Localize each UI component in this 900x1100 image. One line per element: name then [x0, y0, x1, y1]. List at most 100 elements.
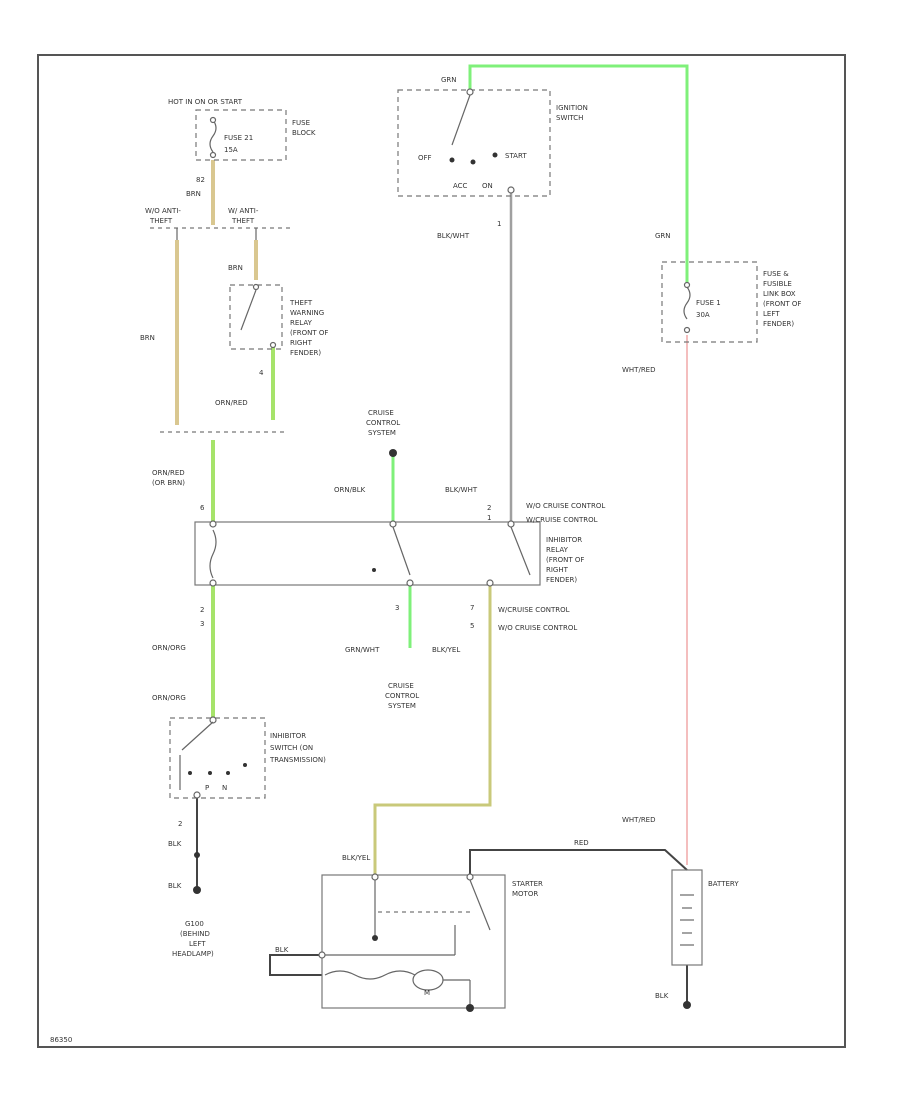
label-w-cruise-bot: W/CRUISE CONTROL: [498, 606, 570, 614]
label-fuse-link-4: (FRONT OF: [763, 300, 801, 308]
inhibitor-contact-2: [208, 771, 212, 775]
label-pin-6a: 6: [200, 504, 205, 512]
inhibitor-switch-terminal-top: [209, 716, 217, 724]
label-on: ON: [482, 182, 493, 190]
label-starter-1: STARTER: [512, 880, 543, 888]
label-grn-right: GRN: [655, 232, 671, 240]
label-or-brn: (OR BRN): [152, 479, 185, 487]
starter-terminal-left: [318, 951, 326, 959]
label-red-top: RED: [574, 839, 589, 847]
label-orn-red-2: ORN/RED: [152, 469, 185, 477]
label-fuse-link-6: FENDER): [763, 320, 794, 328]
label-fuse-block-1: FUSE: [292, 119, 310, 127]
label-theft-4: (FRONT OF: [290, 329, 328, 337]
ground-junction: [194, 852, 200, 858]
label-w-anti: W/ ANTI-: [228, 207, 259, 215]
battery-ground: [683, 1001, 691, 1009]
fuse21-terminal-bottom: [209, 151, 217, 159]
label-theft-3: RELAY: [290, 319, 313, 327]
label-cruise-bot-1: CRUISE: [388, 682, 414, 690]
inhibitor-relay-pin-3: [406, 579, 414, 587]
label-orn-blk: ORN/BLK: [334, 486, 366, 494]
label-off: OFF: [418, 154, 432, 162]
label-fuse21-amp: 15A: [224, 146, 238, 154]
label-brn-vert: BRN: [140, 334, 155, 342]
ignition-switch-box: [397, 89, 551, 197]
fuse1-symbol: [683, 286, 691, 320]
fuse-link-box: [661, 261, 758, 343]
label-inhibitor-relay-5: FENDER): [546, 576, 577, 584]
label-ignition-1: IGNITION: [556, 104, 588, 112]
inhibitor-relay-pin-6: [209, 520, 217, 528]
label-blk-yel-2: BLK/YEL: [342, 854, 370, 862]
label-fuse-link-1: FUSE &: [763, 270, 789, 278]
starter-terminal-b: [466, 873, 474, 881]
label-p: P: [205, 784, 209, 792]
figure-id: 86350: [50, 1036, 72, 1044]
inhibitor-contact-1: [188, 771, 192, 775]
label-cruise-bot-2: CONTROL: [385, 692, 419, 700]
label-g100-3: LEFT: [189, 940, 206, 948]
label-pin-3b: 3: [395, 604, 399, 612]
label-theft-6: FENDER): [290, 349, 321, 357]
label-grn-wht: GRN/WHT: [345, 646, 380, 654]
label-fuse-link-2: FUSIBLE: [763, 280, 792, 288]
label-theft-5: RIGHT: [290, 339, 313, 347]
label-fuse1-amp: 30A: [696, 311, 710, 319]
inhibitor-relay-coil: [209, 529, 217, 579]
label-g100-4: HEADLAMP): [172, 950, 214, 958]
label-pin-2: 2: [200, 606, 204, 614]
label-pin-1b: 1: [487, 514, 491, 522]
label-inhibitor-relay-4: RIGHT: [546, 566, 569, 574]
label-wo-anti-2: THEFT: [149, 217, 173, 225]
fuse21-terminal-top: [209, 116, 217, 124]
label-fuse21: FUSE 21: [224, 134, 253, 142]
label-wo-cruise-bot: W/O CRUISE CONTROL: [498, 624, 577, 632]
label-cruise-top-1: CRUISE: [368, 409, 394, 417]
label-n: N: [222, 784, 227, 792]
ignition-contact-on: [492, 152, 498, 158]
label-theft-2: WARNING: [290, 309, 324, 317]
cruise-control-terminal-top: [389, 449, 397, 457]
label-fuse1: FUSE 1: [696, 299, 721, 307]
ground-g100: [193, 886, 201, 894]
theft-relay-terminal-top: [252, 283, 260, 291]
label-wo-anti: W/O ANTI-: [145, 207, 181, 215]
label-cruise-bot-3: SYSTEM: [388, 702, 416, 710]
label-blk-wht-2: BLK/WHT: [445, 486, 478, 494]
label-inhibitor-switch-1: INHIBITOR: [270, 732, 306, 740]
ignition-contact-off: [449, 157, 455, 163]
inhibitor-relay-switch-2: [510, 526, 531, 576]
starter-motor-box: [321, 874, 506, 1009]
wire-grn-top: [468, 64, 689, 270]
label-inhibitor-switch-3: TRANSMISSION): [269, 756, 326, 764]
label-fuse-link-5: LEFT: [763, 310, 780, 318]
label-blk-2: BLK: [168, 882, 182, 890]
inhibitor-relay-switch-1: [392, 526, 411, 576]
label-pin-2a: 2: [487, 504, 491, 512]
label-wht-red-2: WHT/RED: [622, 816, 656, 824]
starter-motor-armature: [412, 969, 444, 991]
starter-terminal-s: [371, 873, 379, 881]
label-wht-red-1: WHT/RED: [622, 366, 656, 374]
label-ignition-2: SWITCH: [556, 114, 583, 122]
theft-relay-arm: [240, 289, 257, 331]
wire-red-battery: [469, 849, 688, 875]
label-fuse-block-2: BLOCK: [292, 129, 316, 137]
inhibitor-relay-contact: [372, 568, 376, 572]
fuse21-symbol: [209, 119, 217, 153]
label-cruise-top-2: CONTROL: [366, 419, 400, 427]
theft-relay-terminal-bottom: [269, 341, 277, 349]
theft-relay-box: [229, 284, 283, 350]
inhibitor-contact-3: [226, 771, 230, 775]
starter-solenoid-dot: [372, 935, 378, 941]
label-blk-yel-1: BLK/YEL: [432, 646, 460, 654]
label-pin-2b: 2: [178, 820, 182, 828]
inhibitor-relay-pin-1: [507, 520, 515, 528]
wire-blk-starter-left: [269, 954, 322, 976]
label-brn-small: BRN: [228, 264, 243, 272]
label-w-cruise-top: W/CRUISE CONTROL: [526, 516, 598, 524]
label-82: 82: [196, 176, 205, 184]
label-starter-2: MOTOR: [512, 890, 538, 898]
